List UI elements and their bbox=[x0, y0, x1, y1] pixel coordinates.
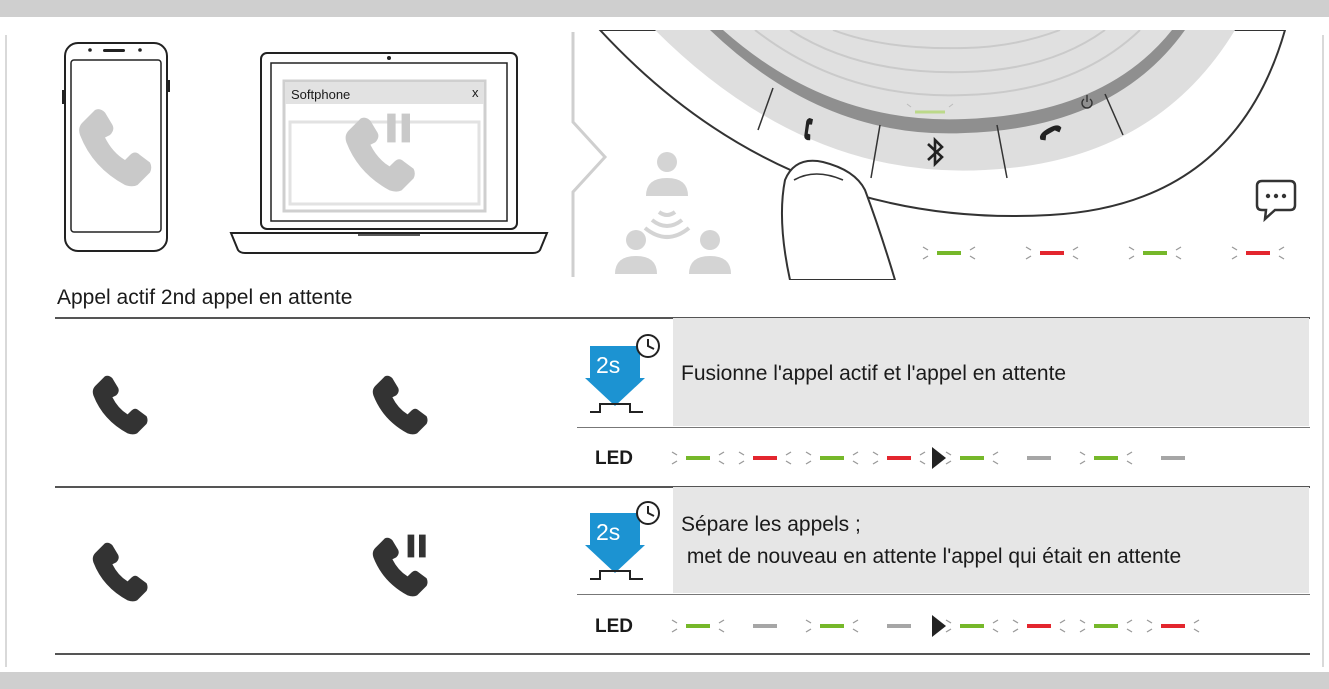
row1-second-call-icon bbox=[372, 375, 428, 435]
table-divider-middle bbox=[55, 486, 1310, 488]
row1-duration-badge: 2s bbox=[596, 352, 620, 378]
finger-icon bbox=[780, 159, 897, 280]
call-button-icon bbox=[804, 118, 814, 141]
top-frame-bar bbox=[0, 0, 1329, 17]
led-segment-0 bbox=[671, 619, 725, 633]
led-segment-4 bbox=[945, 451, 999, 465]
row2-long-press-icon: 2s bbox=[585, 501, 660, 580]
row1-active-call-icon bbox=[92, 375, 148, 435]
chat-icon bbox=[1255, 179, 1297, 223]
row2-description-line1: Sépare les appels ; bbox=[681, 513, 861, 536]
led-segment-1 bbox=[738, 451, 792, 465]
bluetooth-icon bbox=[927, 136, 944, 168]
phone-call-icon bbox=[79, 109, 152, 187]
row2-duration-badge: 2s bbox=[596, 519, 620, 545]
row1-description-panel: Fusionne l'appel actif et l'appel en att… bbox=[673, 318, 1309, 426]
led-segment-6 bbox=[1079, 451, 1133, 465]
speakerphone-icon bbox=[598, 30, 1287, 280]
row1-led-sequence bbox=[671, 447, 1185, 469]
row2-call-on-hold-icon bbox=[372, 534, 428, 597]
row1-long-press-icon: 2s bbox=[585, 334, 660, 413]
led-segment-0 bbox=[922, 246, 976, 260]
led-segment-2 bbox=[805, 451, 859, 465]
end-call-button-icon bbox=[1039, 125, 1062, 141]
top-led-sequence bbox=[922, 246, 1285, 260]
row1-led-divider bbox=[577, 427, 1310, 428]
row1-led-label: LED bbox=[595, 448, 633, 469]
laptop-icon bbox=[229, 52, 549, 254]
left-frame-line bbox=[5, 35, 7, 667]
section-title: Appel actif 2nd appel en attente bbox=[57, 286, 353, 309]
led-segment-2 bbox=[805, 619, 859, 633]
led-segment-6 bbox=[1079, 619, 1133, 633]
softphone-close-button: x bbox=[472, 85, 479, 100]
led-segment-3 bbox=[872, 451, 926, 465]
row2-active-call-icon bbox=[92, 542, 148, 602]
row2-description-line2: met de nouveau en attente l'appel qui ét… bbox=[681, 545, 1182, 568]
softphone-title: Softphone bbox=[291, 87, 351, 102]
row2-led-sequence bbox=[671, 615, 1200, 637]
softphone-hold-icon bbox=[345, 113, 415, 192]
chevron-separator bbox=[571, 32, 608, 277]
smartphone-icon bbox=[62, 42, 170, 252]
power-icon bbox=[1081, 95, 1093, 109]
row2-led-divider bbox=[577, 594, 1310, 595]
transition-arrow bbox=[932, 447, 946, 469]
led-segment-2 bbox=[1128, 246, 1182, 260]
bottom-frame-bar bbox=[0, 672, 1329, 689]
transition-arrow bbox=[932, 615, 946, 637]
led-segment-1 bbox=[1025, 246, 1079, 260]
led-segment-5 bbox=[1012, 619, 1066, 633]
row1-description: Fusionne l'appel actif et l'appel en att… bbox=[681, 362, 1067, 385]
led-segment-4 bbox=[945, 619, 999, 633]
conference-icon bbox=[615, 152, 731, 274]
table-divider-top bbox=[55, 317, 1310, 319]
led-segment-3 bbox=[1231, 246, 1285, 260]
led-segment-0 bbox=[671, 451, 725, 465]
row2-description-panel: Sépare les appels ; met de nouveau en at… bbox=[673, 487, 1309, 593]
led-segment-7 bbox=[1146, 619, 1200, 633]
right-frame-line bbox=[1322, 35, 1324, 667]
table-divider-bottom bbox=[55, 653, 1310, 655]
row2-led-label: LED bbox=[595, 616, 633, 637]
